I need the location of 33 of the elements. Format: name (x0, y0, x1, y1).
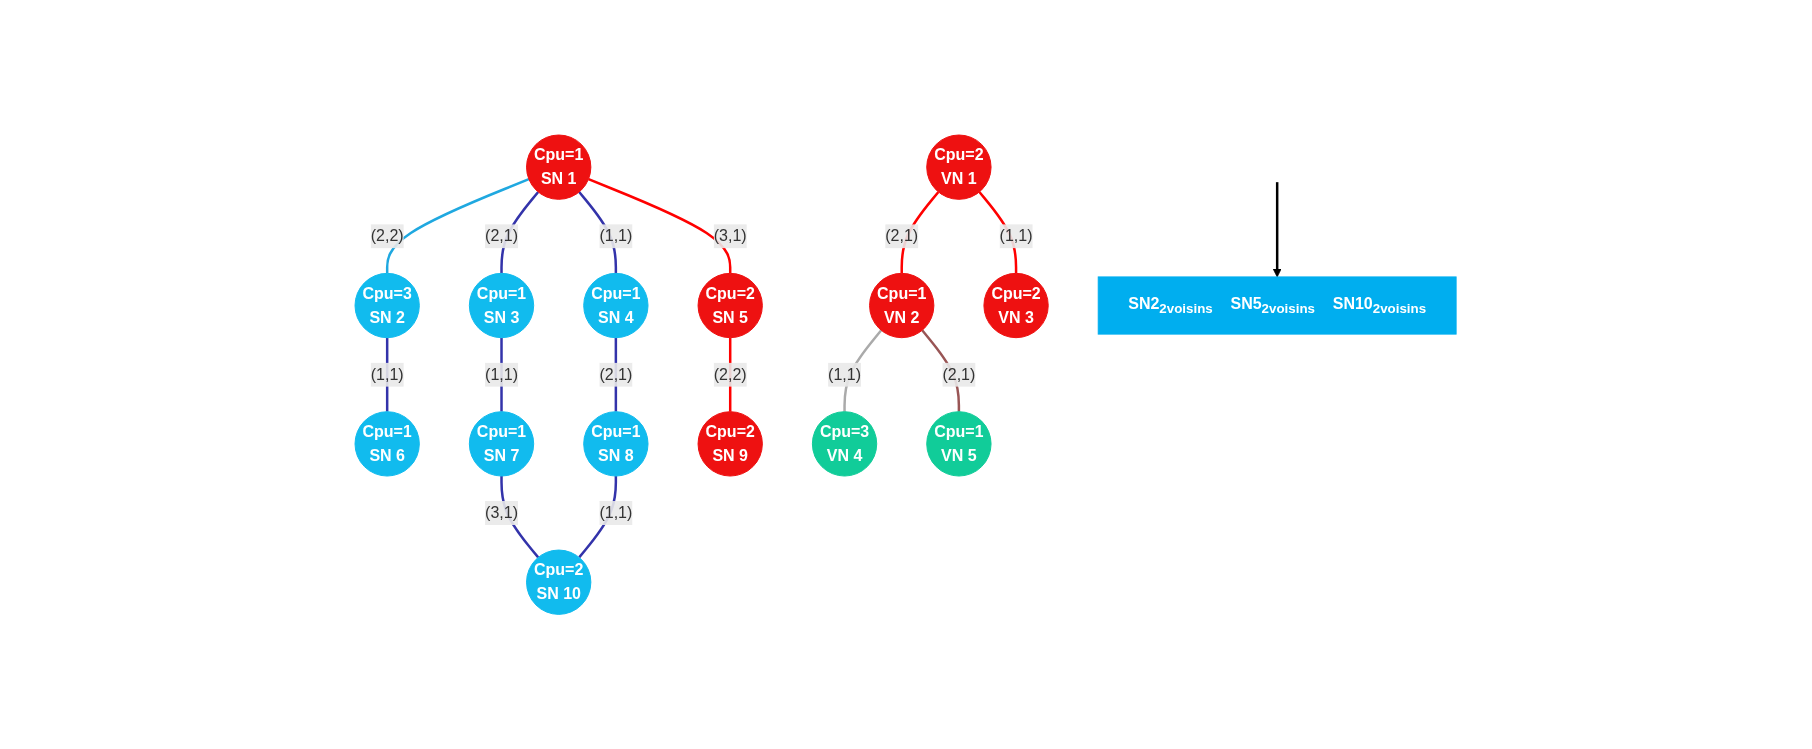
edge-label: (2,2) (371, 227, 405, 245)
edge-label: (1,1) (599, 227, 633, 245)
node-circle: Cpu=2 SN 9 (697, 411, 764, 477)
edge-label: (1,1) (1000, 227, 1033, 245)
node-box: SN2$_{2voisins}$ SN5$_{2voisins}$ SN10$_{2voisins}$ (1098, 276, 1458, 335)
node-circle: Cpu=1 SN 6 (354, 411, 421, 477)
node-circle: Cpu=2 VN 3 (983, 272, 1050, 338)
edge-label: (3,1) (485, 503, 519, 521)
arrow (1273, 182, 1282, 278)
node-circle: Cpu=1 SN 7 (469, 411, 535, 477)
edge-label: (1,1) (371, 365, 405, 383)
node-circle: Cpu=2 SN 5 (697, 272, 764, 338)
edge-label: (1,1) (599, 503, 633, 521)
node-circle: Cpu=1 SN 1 (526, 134, 592, 200)
node-circle: Cpu=1 VN 2 (869, 272, 935, 338)
node-circle: Cpu=1 SN 4 (583, 272, 649, 338)
node-circle: Cpu=1 SN 3 (469, 272, 535, 338)
node-circle: Cpu=3 VN 4 (812, 411, 878, 477)
edge-label: (1,1) (485, 365, 519, 383)
node-circle: Cpu=2 SN 10 (526, 549, 592, 615)
edge-label: (1,1) (828, 365, 862, 383)
edge-label: (2,1) (942, 365, 976, 383)
edge-label: (2,1) (885, 227, 919, 245)
edge-label: (3,1) (714, 227, 748, 245)
node-circle: Cpu=1 SN 8 (583, 411, 649, 477)
node-circle: Cpu=2 VN 1 (926, 134, 992, 200)
edge-label: (2,1) (599, 365, 633, 383)
connector (386, 177, 530, 274)
node-circle: Cpu=3 SN 2 (354, 272, 421, 338)
connector (588, 177, 732, 274)
edge-label: (2,2) (714, 365, 748, 383)
edge-label: (2,1) (485, 227, 519, 245)
node-circle: Cpu=1 VN 5 (926, 411, 992, 477)
